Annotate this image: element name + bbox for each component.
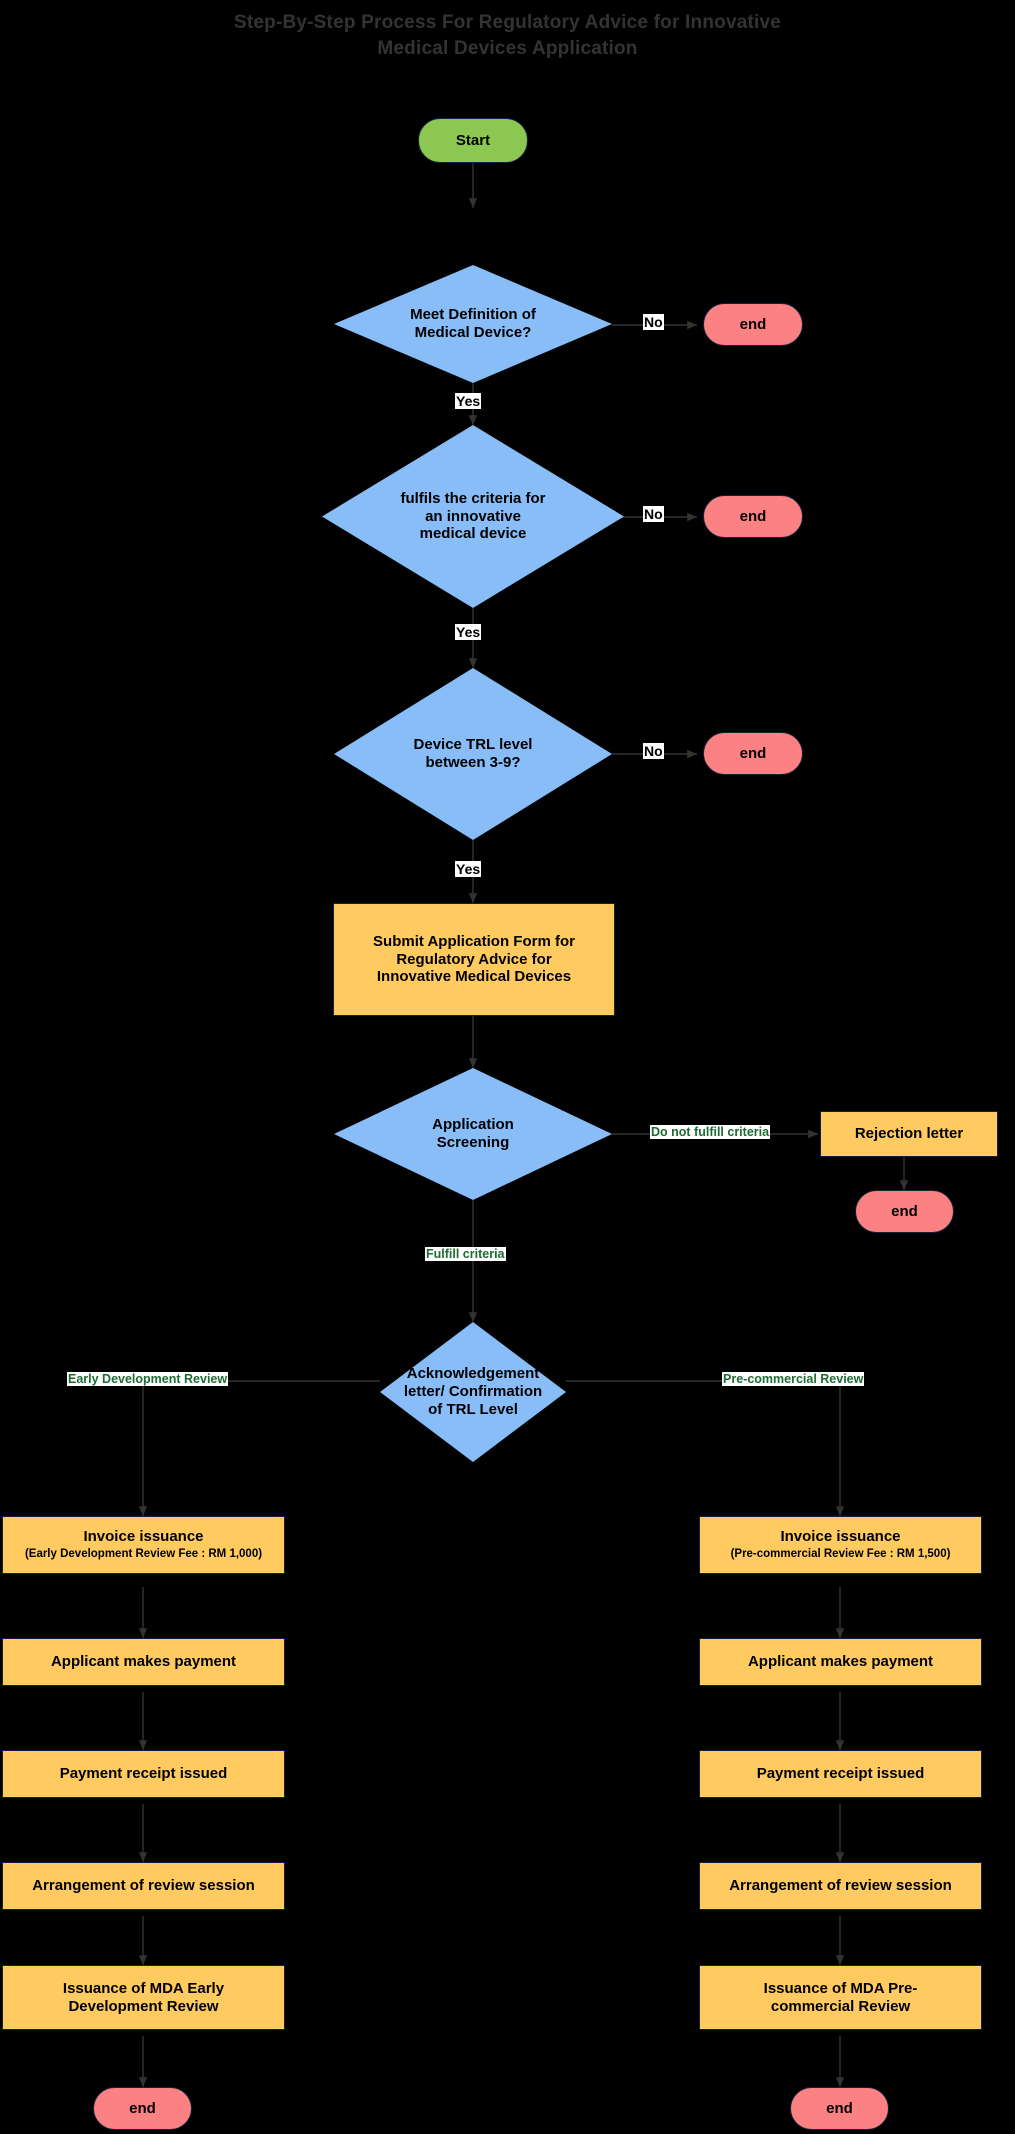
node-submit-application-form[interactable]: Submit Application Form for Regulatory A… bbox=[333, 903, 615, 1016]
node-ack-line-3: of TRL Level bbox=[428, 1400, 518, 1418]
edge-ack-left bbox=[138, 1380, 380, 1516]
node-end-4-label: end bbox=[891, 1202, 918, 1220]
node-right-applicant-makes-payment[interactable]: Applicant makes payment bbox=[699, 1638, 982, 1686]
node-decision-trl-level[interactable]: Device TRL level between 3-9? bbox=[334, 668, 612, 840]
node-decision-innovative-criteria[interactable]: fulfils the criteria for an innovative m… bbox=[322, 425, 624, 608]
node-left-applicant-makes-payment[interactable]: Applicant makes payment bbox=[2, 1638, 285, 1686]
node-decision-innovative-criteria-line-2: an innovative bbox=[425, 507, 521, 525]
node-decision-trl-level-line-1: Device TRL level bbox=[413, 736, 533, 754]
node-decision-innovative-criteria-line-3: medical device bbox=[419, 525, 527, 543]
node-decision-meet-definition-line-1: Meet Definition of bbox=[410, 306, 536, 324]
node-left-invoice-issuance[interactable]: Invoice issuance (Early Development Revi… bbox=[2, 1516, 285, 1574]
node-left-end[interactable]: end bbox=[93, 2087, 192, 2130]
page-title-line-2: Medical Devices Application bbox=[377, 37, 638, 59]
node-screening-line-2: Screening bbox=[436, 1134, 510, 1151]
node-right-receipt-label: Payment receipt issued bbox=[756, 1765, 925, 1783]
node-right-payment-label: Applicant makes payment bbox=[747, 1653, 934, 1671]
edge-label-early-development-review: Early Development Review bbox=[67, 1372, 229, 1387]
edge-label-fulfill-criteria: Fulfill criteria bbox=[425, 1247, 506, 1262]
node-right-issuance-line-2: commercial Review bbox=[770, 1997, 911, 2015]
node-end-3[interactable]: end bbox=[703, 732, 803, 775]
node-left-issuance-line-1: Issuance of MDA Early bbox=[62, 1979, 225, 1997]
node-left-issuance-line-2: Development Review bbox=[68, 1997, 219, 2015]
node-end-2[interactable]: end bbox=[703, 495, 803, 538]
node-submit-line-1: Submit Application Form for bbox=[373, 932, 575, 950]
node-left-payment-label: Applicant makes payment bbox=[50, 1653, 237, 1671]
node-right-issuance-of-mda[interactable]: Issuance of MDA Pre- commercial Review bbox=[699, 1965, 982, 2030]
node-right-issuance-line-1: Issuance of MDA Pre- bbox=[763, 1979, 918, 1997]
node-end-3-label: end bbox=[739, 744, 767, 762]
node-left-invoice-subtitle: (Early Development Review Fee : RM 1,000… bbox=[24, 1548, 263, 1561]
node-right-payment-receipt-issued[interactable]: Payment receipt issued bbox=[699, 1750, 982, 1798]
node-left-arrangement-of-review-session[interactable]: Arrangement of review session bbox=[2, 1862, 285, 1910]
node-submit-line-3: Innovative Medical Devices bbox=[376, 968, 572, 986]
node-ack-line-1: Acknowledgement bbox=[406, 1365, 540, 1383]
node-submit-line-2: Regulatory Advice for bbox=[396, 950, 552, 968]
edge-label-no-2: No bbox=[643, 506, 664, 523]
node-decision-meet-definition-line-2: Medical Device? bbox=[414, 324, 532, 341]
edge-ack-right bbox=[566, 1380, 845, 1516]
node-start-label: Start bbox=[455, 131, 491, 149]
node-decision-trl-level-line-2: between 3-9? bbox=[425, 754, 521, 771]
node-end-1-label: end bbox=[739, 315, 767, 333]
page-title-line-1: Step-By-Step Process For Regulatory Advi… bbox=[233, 12, 782, 33]
node-right-end[interactable]: end bbox=[790, 2087, 889, 2130]
edge-label-yes-1: Yes bbox=[455, 393, 482, 410]
node-decision-innovative-criteria-line-1: fulfils the criteria for bbox=[400, 489, 546, 507]
edge-label-do-not-fulfill-criteria: Do not fulfill criteria bbox=[650, 1125, 771, 1140]
node-rejection-letter-label: Rejection letter bbox=[854, 1125, 964, 1143]
node-end-4[interactable]: end bbox=[855, 1190, 954, 1233]
node-left-end-label: end bbox=[129, 2099, 156, 2117]
edge-label-yes-3: Yes bbox=[455, 861, 482, 878]
node-right-end-label: end bbox=[826, 2099, 853, 2117]
page-title: Step-By-Step Process For Regulatory Advi… bbox=[0, 10, 1015, 61]
node-right-arrangement-of-review-session[interactable]: Arrangement of review session bbox=[699, 1862, 982, 1910]
node-left-issuance-of-mda[interactable]: Issuance of MDA Early Development Review bbox=[2, 1965, 285, 2030]
node-decision-meet-definition[interactable]: Meet Definition of Medical Device? bbox=[334, 265, 612, 383]
edge-label-pre-commercial-review: Pre-commercial Review bbox=[722, 1372, 865, 1387]
node-decision-application-screening[interactable]: Application Screening bbox=[334, 1068, 612, 1200]
node-end-1[interactable]: end bbox=[703, 303, 803, 346]
node-left-arrangement-label: Arrangement of review session bbox=[32, 1877, 255, 1895]
node-screening-line-1: Application bbox=[432, 1116, 514, 1134]
node-left-invoice-title: Invoice issuance bbox=[83, 1528, 204, 1546]
edge-label-yes-2: Yes bbox=[455, 624, 482, 641]
node-right-invoice-issuance[interactable]: Invoice issuance (Pre-commercial Review … bbox=[699, 1516, 982, 1574]
node-rejection-letter[interactable]: Rejection letter bbox=[820, 1111, 998, 1157]
node-right-invoice-subtitle: (Pre-commercial Review Fee : RM 1,500) bbox=[730, 1548, 951, 1561]
edge-label-no-3: No bbox=[643, 743, 664, 760]
node-right-invoice-title: Invoice issuance bbox=[780, 1528, 901, 1546]
node-ack-line-2: letter/ Confirmation bbox=[403, 1383, 543, 1401]
node-end-2-label: end bbox=[739, 507, 767, 525]
node-left-receipt-label: Payment receipt issued bbox=[59, 1765, 228, 1783]
node-start[interactable]: Start bbox=[418, 118, 528, 163]
node-left-payment-receipt-issued[interactable]: Payment receipt issued bbox=[2, 1750, 285, 1798]
node-decision-acknowledgement-letter[interactable]: Acknowledgement letter/ Confirmation of … bbox=[380, 1322, 566, 1462]
edge-label-no-1: No bbox=[643, 314, 664, 331]
node-right-arrangement-label: Arrangement of review session bbox=[729, 1877, 952, 1895]
